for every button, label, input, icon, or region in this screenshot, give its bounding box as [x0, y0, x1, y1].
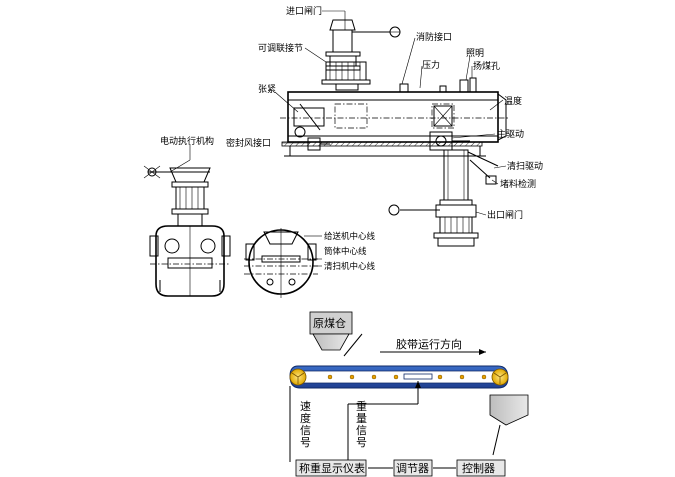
label-adjustable-joint: 可调联接节	[258, 42, 303, 54]
weigh-idler	[403, 373, 433, 380]
label-lighting: 照明	[466, 48, 484, 59]
label-inlet-gate: 进口闸门	[286, 5, 322, 17]
label-main-drive: 主驱动	[497, 128, 524, 140]
label-cylinder-centerline: 筒体中心线	[324, 246, 367, 257]
discharge-bin	[489, 394, 529, 426]
label-display: 称重显示仪表	[299, 461, 365, 475]
label-feeder-centerline: 给送机中心线	[324, 231, 376, 242]
belt-schematic	[289, 311, 529, 477]
label-seal-air-port: 密封风接口	[226, 137, 271, 149]
display-box	[295, 459, 367, 477]
label-pressure: 压力	[422, 59, 440, 71]
label-fire-port: 消防接口	[416, 31, 452, 43]
front-view	[143, 165, 231, 297]
label-temperature: 温度	[504, 95, 522, 107]
label-outlet-gate: 出口闸门	[487, 209, 523, 221]
regulator-box	[393, 459, 433, 477]
cross-section	[244, 228, 318, 298]
side-view	[280, 19, 510, 247]
label-cleaning-drive: 清扫驱动	[507, 160, 543, 172]
label-speed-signal: 速度信号	[300, 400, 311, 449]
label-tension: 张紧	[258, 84, 276, 95]
label-controller: 控制器	[462, 461, 495, 475]
cross-section-callouts	[304, 235, 322, 267]
label-raw-bin: 原煤仓	[313, 316, 346, 330]
raw-bin-hopper	[312, 333, 350, 351]
label-blockage-detect: 堵料检测	[500, 178, 536, 190]
label-electric-actuator: 电动执行机构	[160, 135, 214, 147]
side-view-callouts	[274, 10, 507, 216]
controller-box	[456, 459, 506, 477]
actuator-callout-2	[169, 159, 191, 173]
label-coal-hole: 扬煤孔	[473, 60, 500, 72]
label-cleaner-centerline: 清扫机中心线	[324, 261, 376, 272]
label-weight-signal: 重量信号	[356, 399, 367, 449]
label-belt-direction: 胶带运行方向	[396, 337, 462, 351]
idler-rollers	[327, 374, 487, 380]
label-regulator: 调节器	[396, 462, 429, 475]
labels: 进口闸门 可调联接节 消防接口 照明 压力 扬煤孔 张紧 温度 密封风接口 主驱…	[160, 5, 543, 475]
